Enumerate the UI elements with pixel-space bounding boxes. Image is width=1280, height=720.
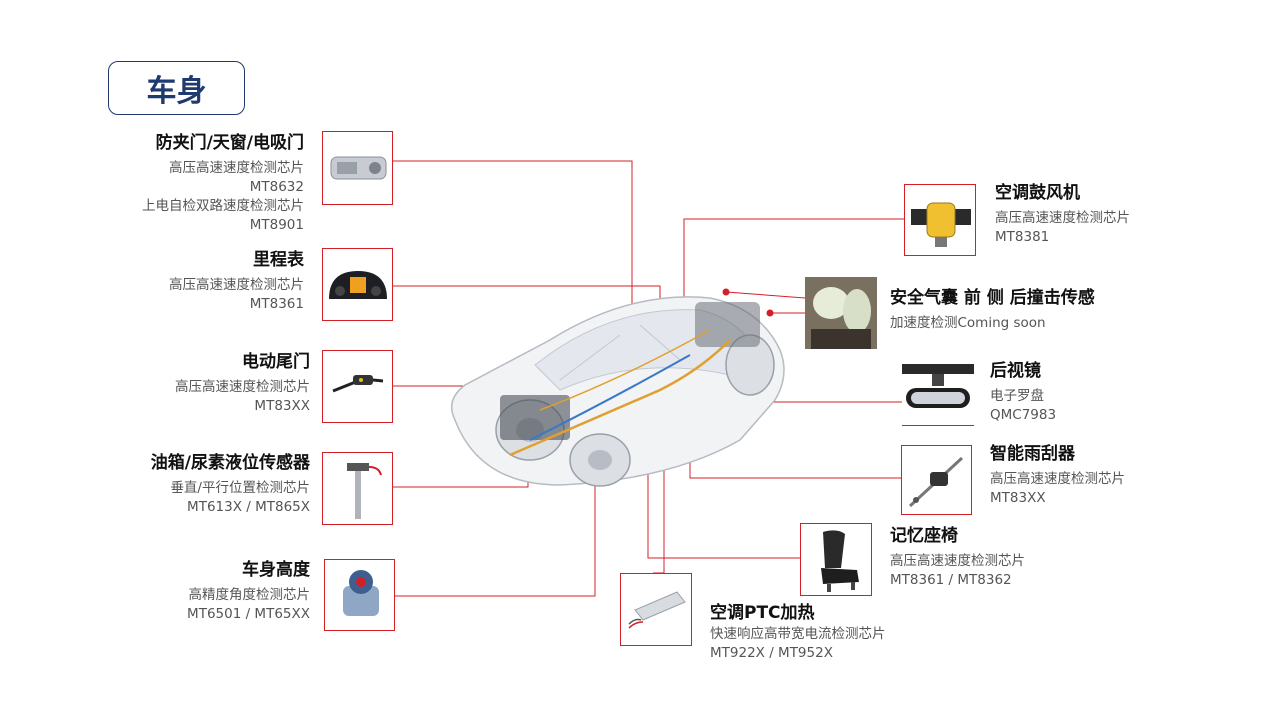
tank-chip: MT613X / MT865X	[187, 499, 310, 516]
airbag-label: 安全气囊 前 侧 后撞击传感 加速度检测Coming soon	[890, 288, 1095, 333]
mirror-desc: 电子罗盘	[990, 388, 1044, 405]
ptc-desc: 快速响应高带宽电流检测芯片	[710, 626, 886, 643]
mirror-title: 后视镜	[990, 361, 1041, 381]
body-height-sensor-image	[324, 559, 395, 631]
car-cutaway-illustration	[450, 296, 785, 487]
airbag-desc: 加速度检测Coming soon	[890, 315, 1046, 332]
ptc-heater-icon	[628, 591, 686, 629]
tailgate-chip: MT83XX	[254, 398, 310, 415]
blower-desc: 高压高速速度检测芯片	[995, 210, 1130, 227]
wiper-motor-icon	[908, 456, 964, 508]
tailgate-title: 电动尾门	[242, 352, 310, 372]
airbag-title: 安全气囊 前 侧 后撞击传感	[890, 288, 1095, 308]
wiper-image	[901, 445, 972, 515]
seat-image	[800, 523, 872, 596]
anti-pinch-chip2: MT8901	[249, 217, 304, 234]
height-chip: MT6501 / MT65XX	[187, 606, 310, 623]
odometer-image	[322, 248, 393, 321]
tank-title: 油箱/尿素液位传感器	[150, 453, 310, 473]
tank-desc: 垂直/平行位置检测芯片	[170, 480, 310, 497]
anti-pinch-chip1: MT8632	[249, 179, 304, 196]
wiper-chip: MT83XX	[990, 490, 1046, 507]
motor-icon	[330, 156, 387, 180]
mirror-image	[902, 362, 974, 426]
odometer-title: 里程表	[253, 250, 304, 270]
blower-label: 空调鼓风机 高压高速速度检测芯片 MT8381	[995, 183, 1130, 247]
tailgate-sensor-icon	[332, 375, 384, 393]
tailgate-image	[322, 350, 393, 423]
car-icon	[450, 296, 785, 487]
seat-desc: 高压高速速度检测芯片	[890, 553, 1025, 570]
wiper-desc: 高压高速速度检测芯片	[990, 471, 1125, 488]
odometer-chip: MT8361	[249, 296, 304, 313]
seat-label: 记忆座椅 高压高速速度检测芯片 MT8361 / MT8362	[890, 526, 1025, 590]
airbag-icon	[805, 277, 877, 349]
blower-title: 空调鼓风机	[995, 183, 1080, 203]
anti-pinch-title: 防夹门/天窗/电吸门	[155, 133, 304, 153]
height-title: 车身高度	[242, 560, 310, 580]
anti-pinch-motor-image	[322, 131, 393, 205]
seat-chip: MT8361 / MT8362	[890, 572, 1012, 589]
mirror-label: 后视镜 电子罗盘 QMC7983	[990, 361, 1056, 425]
anti-pinch-desc2: 上电自检双路速度检测芯片	[142, 198, 304, 215]
ptc-label: 空调PTC加热 快速响应高带宽电流检测芯片 MT922X / MT952X	[710, 603, 886, 663]
tank-sensor-image	[322, 452, 393, 525]
mirror-chip: QMC7983	[990, 407, 1057, 424]
tailgate-label: 电动尾门 高压高速速度检测芯片 MT83XX	[175, 352, 310, 416]
blower-chip: MT8381	[995, 229, 1050, 246]
level-sensor-icon	[347, 463, 382, 519]
height-desc: 高精度角度检测芯片	[188, 587, 311, 604]
ptc-chip: MT922X / MT952X	[710, 645, 833, 662]
seat-title: 记忆座椅	[890, 526, 958, 546]
ptc-heater-image	[620, 573, 692, 646]
tailgate-desc: 高压高速速度检测芯片	[175, 379, 310, 396]
airbag-image	[805, 277, 877, 349]
blower-image	[904, 184, 976, 256]
blower-fan-icon	[911, 202, 971, 247]
car-seat-icon	[821, 530, 859, 592]
wiper-title: 智能雨刮器	[990, 444, 1075, 464]
anti-pinch-desc1: 高压高速速度检测芯片	[169, 160, 304, 177]
odometer-label: 里程表 高压高速速度检测芯片 MT8361	[169, 250, 304, 314]
angle-sensor-icon	[343, 570, 379, 616]
height-label: 车身高度 高精度角度检测芯片 MT6501 / MT65XX	[187, 560, 310, 624]
tank-label: 油箱/尿素液位传感器 垂直/平行位置检测芯片 MT613X / MT865X	[151, 453, 310, 517]
dashboard-icon	[329, 271, 387, 299]
ptc-title: 空调PTC加热	[710, 603, 815, 623]
odometer-desc: 高压高速速度检测芯片	[169, 277, 304, 294]
page-title: 车身	[108, 61, 245, 115]
rearview-mirror-icon	[902, 364, 974, 408]
anti-pinch-label: 防夹门/天窗/电吸门 高压高速速度检测芯片 MT8632 上电自检双路速度检测芯…	[142, 133, 304, 235]
wiper-label: 智能雨刮器 高压高速速度检测芯片 MT83XX	[990, 444, 1125, 508]
